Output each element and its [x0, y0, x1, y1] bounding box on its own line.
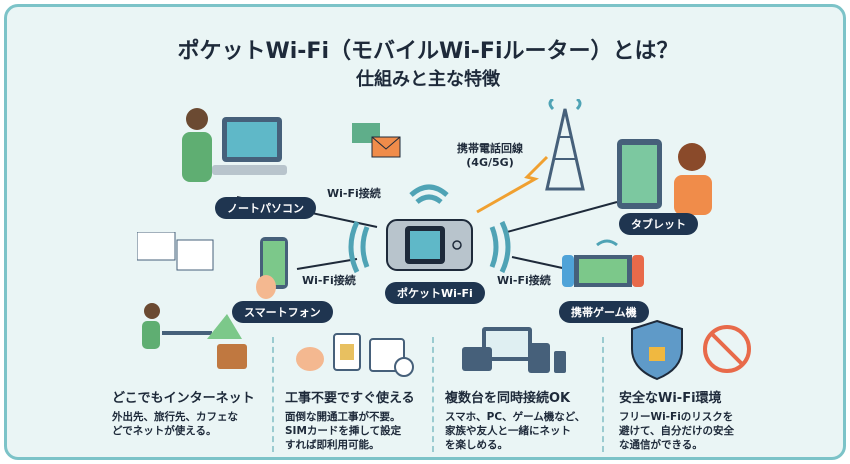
feature-title: 工事不要ですぐ使える: [285, 391, 415, 406]
feature-desc: スマホ、PC、ゲーム機など、 家族や友人と一緒にネット を楽しめる。: [445, 411, 586, 451]
mail-icon: [352, 123, 401, 158]
feature-desc: フリーWi-Fiのリスクを 避けて、自分だけの安全 な通信ができる。: [619, 411, 734, 451]
feature-secure: 安全なWi-Fi環境 フリーWi-Fiのリスクを 避けて、自分だけの安全 な通信…: [619, 387, 779, 452]
cellular-label: 携帯電話回線 (4G/5G): [457, 142, 523, 170]
laptop-connection-label: Wi-Fi接続: [327, 187, 381, 200]
cellular-label-line1: 携帯電話回線: [457, 142, 523, 155]
browser-window-icon: [137, 232, 214, 271]
divider: [602, 337, 604, 452]
laptop-label: ノートパソコン: [215, 197, 316, 219]
divider: [432, 337, 434, 452]
tablet-label: タブレット: [619, 213, 698, 235]
pocket-wifi-label: ポケットWi-Fi: [385, 282, 485, 304]
feature-title: 安全なWi-Fi環境: [619, 391, 722, 406]
cell-tower-icon: [545, 99, 585, 191]
divider: [272, 337, 274, 452]
smartphone-icon: [256, 237, 288, 299]
page-subtitle: 仕組みと主な特徴: [356, 69, 500, 90]
feature-title: 複数台を同時接続OK: [445, 391, 571, 406]
smartphone-label: スマートフォン: [232, 301, 333, 323]
sim-card-icon: [296, 333, 414, 377]
cellular-label-line2: (4G/5G): [466, 156, 514, 169]
feature-desc: 外出先、旅行先、カフェな どでネットが使える。: [112, 411, 238, 437]
multiple-devices-icon: [462, 327, 566, 373]
page-title: ポケットWi-Fi（モバイルWi-Fiルーター）とは？: [177, 39, 679, 64]
feature-no-installation: 工事不要ですぐ使える 面倒な開通工事が不要。 SIMカードを挿して設定 すれば即…: [285, 387, 445, 452]
infographic-frame: ポケットWi-Fi（モバイルWi-Fiルーター）とは？ 仕組みと主な特徴 ノート…: [4, 4, 846, 460]
game-connection-label: Wi-Fi接続: [497, 274, 551, 287]
smartphone-connection-label: Wi-Fi接続: [302, 274, 356, 287]
feature-anywhere: どこでもインターネット 外出先、旅行先、カフェな どでネットが使える。: [112, 387, 272, 438]
handheld-game-icon: [562, 239, 644, 287]
pocket-wifi-device-icon: [348, 184, 511, 274]
feature-desc: 面倒な開通工事が不要。 SIMカードを挿して設定 すれば即利用可能。: [285, 411, 402, 451]
security-shield-icon: [631, 319, 751, 381]
feature-title: どこでもインターネット: [112, 391, 255, 406]
cafe-travel-icon: [142, 303, 247, 369]
game-label: 携帯ゲーム機: [559, 301, 649, 323]
feature-multi-connection: 複数台を同時接続OK スマホ、PC、ゲーム機など、 家族や友人と一緒にネット を…: [445, 387, 605, 452]
laptop-icon: [182, 108, 287, 182]
tablet-icon: [617, 139, 712, 215]
